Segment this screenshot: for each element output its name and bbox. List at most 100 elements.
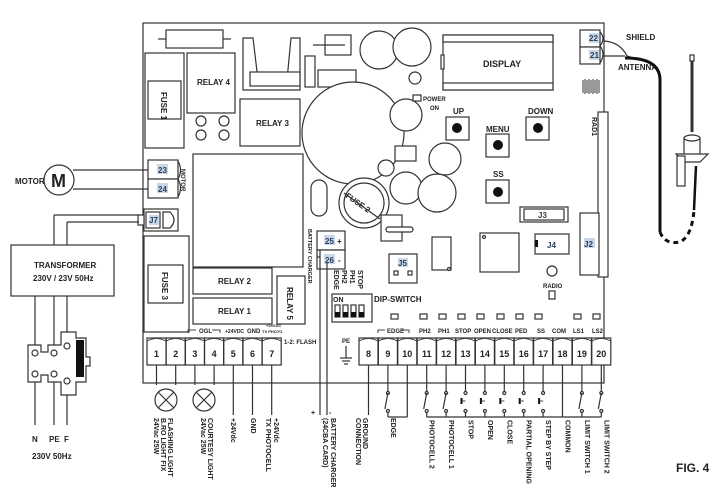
dip-on-label: ON (333, 297, 344, 304)
coil (582, 79, 600, 94)
terminal-1: 1 (146, 337, 167, 366)
terminal-number: 17 (538, 349, 548, 359)
tx-v24-label: +24Vdc (272, 418, 279, 443)
terminal-18: 18 (552, 337, 573, 366)
power-led (412, 94, 422, 102)
relay4-pins (195, 115, 230, 141)
flash-label: 1-2: FLASH (284, 340, 316, 346)
transformer-rating: 230V / 23V 50Hz (33, 274, 93, 283)
terminal-number: 5 (231, 349, 236, 359)
battery-vertical-label: BATTERY CHARGER (306, 229, 312, 284)
flashing-rating-label: 24Vac 25W (152, 418, 159, 455)
terminal-4: 4 (204, 337, 225, 366)
common-label: COMMON (564, 420, 571, 453)
figure-caption: FIG. 4 (676, 461, 710, 475)
relay4 (186, 52, 236, 114)
gnd-wire-label: GND (249, 418, 256, 434)
motor-m-icon: M (51, 171, 66, 191)
terminal-25: 25 (325, 237, 334, 246)
transformer (10, 244, 115, 297)
terminal-14: 14 (474, 337, 495, 366)
j7-label: J7 (149, 216, 158, 225)
capacitor (389, 171, 423, 205)
down-label: DOWN (528, 107, 554, 116)
terminal-number: 6 (250, 349, 255, 359)
ph2-label: PH2 (419, 329, 431, 335)
terminal-number: 19 (577, 349, 587, 359)
terminal-9: 9 (377, 337, 398, 366)
battery-minus: - (329, 410, 332, 417)
terminal-11: 11 (416, 337, 437, 366)
motor-symbol (43, 164, 75, 196)
up-button-dot (452, 123, 462, 133)
mains-voltage: 230V 50Hz (32, 452, 72, 461)
terminal-number: 3 (192, 349, 197, 359)
v24-label: +24VDC (225, 329, 244, 335)
shield-label: SHIELD (626, 33, 656, 42)
terminal-number: 9 (385, 349, 390, 359)
relay3-label: RELAY 3 (256, 119, 289, 128)
terminal-19: 19 (571, 337, 593, 366)
j3-label: J3 (538, 211, 547, 220)
antenna-terminals: 22 21 (579, 29, 604, 65)
transformer-label: TRANSFORMER (34, 261, 96, 270)
power-label: POWER (423, 97, 446, 103)
terminal-number: 13 (460, 349, 470, 359)
dip-label-ph1: PH1 (348, 270, 355, 284)
dip-label-stop: STOP (356, 270, 363, 289)
terminal-15: 15 (494, 337, 515, 366)
terminal-7: 7 (261, 337, 282, 366)
chip (479, 232, 520, 273)
terminal-10: 10 (397, 337, 418, 366)
menu-button-dot (493, 140, 503, 150)
down-button-dot (533, 123, 543, 133)
ls1-label: LS1 (573, 329, 585, 335)
terminal-23: 23 (158, 166, 167, 175)
menu-label: MENU (486, 125, 510, 134)
terminal-25-sign: + (337, 237, 342, 246)
tx-photocell-label: TX PHOTOCELL (264, 418, 271, 473)
terminal-number: 2 (173, 349, 178, 359)
j2-label: J2 (584, 240, 593, 249)
courtesy-light-label: COURTESY LIGHT (206, 418, 213, 480)
terminal-2: 2 (165, 337, 186, 366)
battery-charger-label: BATTERY CHARGER (329, 418, 336, 487)
component (394, 145, 417, 162)
terminal-number: 10 (402, 349, 412, 359)
capacitor (377, 159, 395, 177)
gnd-label: GND (247, 329, 261, 335)
edge-label: EDGE (387, 329, 404, 335)
terminal-number: 4 (212, 349, 217, 359)
fuse1 (147, 80, 182, 120)
terminal-number: 12 (441, 349, 451, 359)
flashing-lamp-icon (154, 388, 178, 412)
dip-switch[interactable]: EDGE PH2 PH1 STOP ON (331, 270, 373, 323)
terminal-8: 8 (358, 337, 379, 366)
antenna-label: ANTENNA (618, 63, 657, 72)
mains-terminal (27, 331, 91, 396)
fuse1-label: FUSE 1 (159, 92, 168, 121)
battery-terminals: 25 + 26 - BATTERY CHARGER (306, 229, 346, 284)
terminal-26-sign: - (338, 256, 341, 265)
motor-vertical-label: MOTOR (179, 169, 185, 192)
rad1-module (597, 111, 609, 278)
step-by-step-label: STEP BY STEP (544, 420, 551, 470)
display: DISPLAY (440, 34, 554, 91)
terminal-6: 6 (242, 337, 263, 366)
external-wiring: M MOTOR TRANSFORMER 230V / 23V 50Hz N PE… (10, 33, 710, 475)
ped-label: PED (515, 329, 528, 335)
input-leds (390, 313, 601, 320)
terminal-26: 26 (325, 256, 334, 265)
terminal-number: 20 (596, 349, 606, 359)
txphoto-top-label: +24VDC (266, 323, 281, 328)
v24dc-label: +24Vdc (229, 418, 236, 443)
dip-switch-label: DIP-SWITCH (374, 295, 422, 304)
limit-switch2-label: LIMIT SWITCH 2 (602, 420, 609, 474)
close-wire-label: CLOSE (505, 420, 512, 444)
pe-label: PE (342, 339, 350, 345)
ss-term-label: SS (537, 329, 545, 335)
flashing-fixture-label: B.RO LIGHT FIX (159, 418, 166, 472)
mains-n: N (32, 435, 38, 444)
